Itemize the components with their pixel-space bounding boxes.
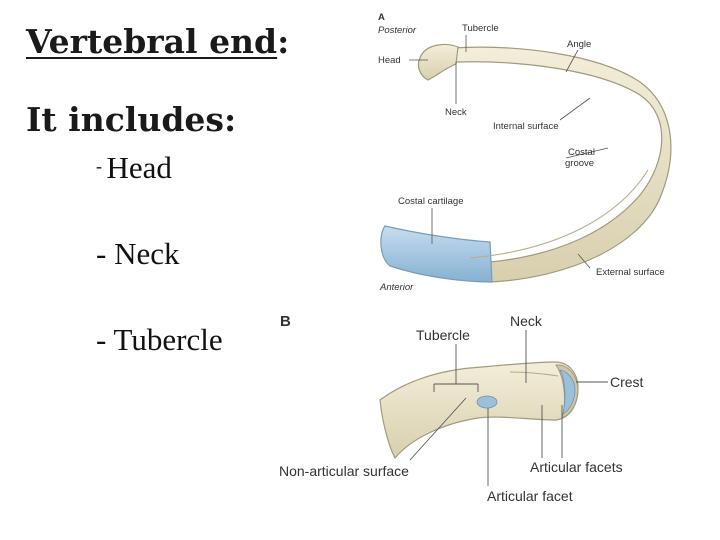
label-a-angle: Angle (567, 39, 591, 50)
figure-a-leader-lines (409, 35, 609, 269)
list-item-dash: - (96, 322, 114, 357)
list-item-text: Neck (114, 236, 180, 271)
rib-end-body (379, 361, 579, 460)
slide-subtitle: It includes: (26, 100, 237, 139)
list-item-neck: - Neck (96, 236, 179, 272)
list-item-dash: - (96, 156, 107, 176)
label-anterior: Anterior (379, 282, 414, 293)
label-b-crest: Crest (610, 374, 644, 390)
list-item-text: Tubercle (113, 322, 223, 357)
slide-title: Vertebral end: (26, 22, 289, 61)
label-b-articular-facets: Articular facets (530, 459, 623, 475)
slide-title-colon: : (277, 22, 290, 61)
label-a-costal-cartilage: Costal cartilage (398, 196, 463, 207)
label-a-costal-groove-2: groove (565, 158, 594, 169)
label-b-neck: Neck (510, 313, 543, 329)
label-a-neck: Neck (445, 107, 467, 118)
figure-a-letter: A (378, 12, 385, 23)
list-item-text: Head (106, 150, 172, 185)
tubercle-articular-facet (476, 395, 498, 409)
label-a-tubercle: Tubercle (462, 23, 499, 34)
label-a-costal-groove-1: Costal (568, 147, 595, 158)
list-item-dash: - (96, 236, 115, 271)
slide-title-text: Vertebral end (26, 22, 278, 61)
figure-b-rib-end (379, 361, 579, 460)
label-b-tubercle: Tubercle (416, 327, 470, 343)
list-item-tubercle: - Tubercle (96, 322, 223, 358)
figure-b-letter: B (280, 313, 291, 330)
label-b-articular-facet: Articular facet (487, 488, 573, 504)
costal-cartilage (380, 225, 493, 283)
articular-facets-shape (559, 369, 576, 415)
figure-b-leader-lines (409, 330, 608, 486)
label-a-external-surface: External surface (596, 267, 665, 278)
label-b-non-articular-surface: Non-articular surface (279, 463, 409, 479)
label-posterior: Posterior (378, 25, 417, 36)
figure-a-rib (380, 43, 672, 283)
list-item-head: - Head (96, 150, 172, 186)
label-a-internal-surface: Internal surface (493, 121, 558, 132)
rib-head (417, 43, 459, 81)
label-a-head: Head (378, 55, 401, 66)
